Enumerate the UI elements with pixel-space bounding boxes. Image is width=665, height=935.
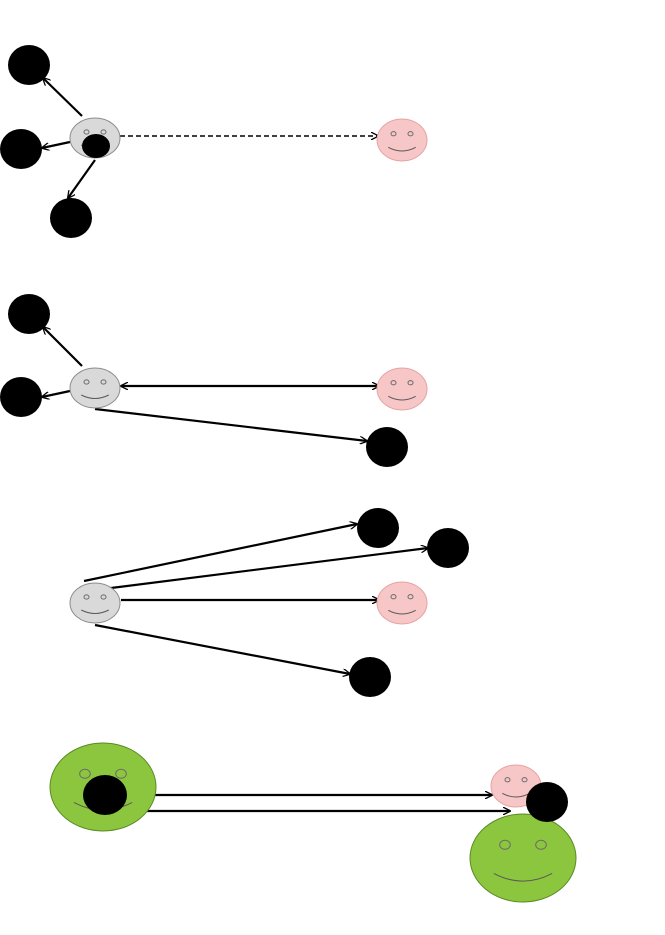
panel-4-pink-face-right-eye xyxy=(521,777,528,783)
panel-4-green-face-right-mouth xyxy=(493,872,553,882)
panel-4-blob-on-face xyxy=(83,775,127,815)
panel-1-pink-face-right-eye xyxy=(407,131,414,137)
panel-2-pink-face xyxy=(376,367,428,411)
panel-3-blob-1 xyxy=(357,508,399,548)
panel-3-pink-face-left-eye xyxy=(390,594,397,600)
panel-2-nodes xyxy=(0,294,428,467)
nodes-layer xyxy=(0,45,577,903)
panel-1-blob-bottom xyxy=(50,198,92,238)
edges-layer xyxy=(42,78,510,811)
panel-1-pink-face-left-eye xyxy=(390,131,397,137)
panel-2-edges xyxy=(42,327,379,441)
panel-1-blob-top xyxy=(8,45,50,85)
panel-4-edges xyxy=(127,795,510,811)
panel-1-edges xyxy=(42,78,378,198)
panel-2-grey-face-left-eye xyxy=(83,379,90,385)
panel-3-pink-face-mouth xyxy=(388,609,416,615)
panel-4-green-face-right-right-eye xyxy=(535,839,547,850)
panel-4-green-face-right xyxy=(469,813,577,903)
panel-4-pink-face-mouth xyxy=(502,792,530,798)
panel-2-blob-top xyxy=(8,294,50,334)
panel-1-edge-grey-face-to-blob-top xyxy=(43,78,83,117)
panel-3-nodes xyxy=(69,508,469,697)
panel-4-green-face-right-left-eye xyxy=(499,839,511,850)
panel-1-blob-on-face xyxy=(82,134,110,158)
panel-2-grey-face-mouth xyxy=(81,394,109,399)
panel-1-grey-face-right-eye xyxy=(100,129,107,135)
panel-4-blob-right xyxy=(526,782,568,822)
panel-1-pink-face-head xyxy=(376,118,428,162)
panel-1-pink-face xyxy=(376,118,428,162)
panel-3-pink-face-head xyxy=(376,581,428,625)
panel-4-nodes xyxy=(49,742,577,903)
panel-4-pink-face-left-eye xyxy=(504,777,511,783)
panel-2-edge-grey-face-to-blob-top xyxy=(43,327,83,367)
panel-3-edges xyxy=(83,524,428,674)
panel-2-pink-face-head xyxy=(376,367,428,411)
panel-3-edge-grey-face-to-blob-3 xyxy=(94,623,350,674)
panel-3-grey-face-head xyxy=(69,582,121,624)
panel-3-pink-face xyxy=(376,581,428,625)
panel-2-edge-grey-face-to-blob-right xyxy=(94,407,367,441)
panel-1-edge-grey-face-to-blob-bottom xyxy=(68,159,96,198)
panel-4-green-face-large-left-eye xyxy=(79,768,91,779)
panel-3-blob-2 xyxy=(427,528,469,568)
panel-2-grey-face xyxy=(69,367,121,409)
panel-1-grey-face-left-eye xyxy=(83,129,90,135)
panel-3-grey-face xyxy=(69,582,121,624)
panel-2-grey-face-head xyxy=(69,367,121,409)
panel-3-pink-face-right-eye xyxy=(407,594,414,600)
panel-2-pink-face-left-eye xyxy=(390,380,397,386)
panel-2-blob-left xyxy=(0,377,42,417)
panel-2-edge-grey-face-to-blob-left xyxy=(42,389,71,397)
panel-4-green-face-right-head xyxy=(469,813,577,903)
panel-2-pink-face-mouth xyxy=(388,395,416,401)
panel-3-grey-face-mouth xyxy=(81,609,109,614)
panel-2-pink-face-right-eye xyxy=(407,380,414,386)
panel-3-edge-grey-face-to-blob-1 xyxy=(83,524,357,583)
panel-2-blob-right xyxy=(366,427,408,467)
panel-3-grey-face-right-eye xyxy=(100,594,107,600)
panel-3-grey-face-left-eye xyxy=(83,594,90,600)
panel-3-edge-grey-face-to-blob-2 xyxy=(94,548,428,592)
panel-2-grey-face-right-eye xyxy=(100,379,107,385)
panel-1-blob-left xyxy=(0,129,42,169)
panel-1-nodes xyxy=(0,45,428,238)
panel-1-edge-grey-face-to-blob-left xyxy=(42,140,71,148)
panel-4-green-face-large-right-eye xyxy=(115,768,127,779)
panel-3-blob-3 xyxy=(349,657,391,697)
panel-1-pink-face-mouth xyxy=(388,146,416,152)
